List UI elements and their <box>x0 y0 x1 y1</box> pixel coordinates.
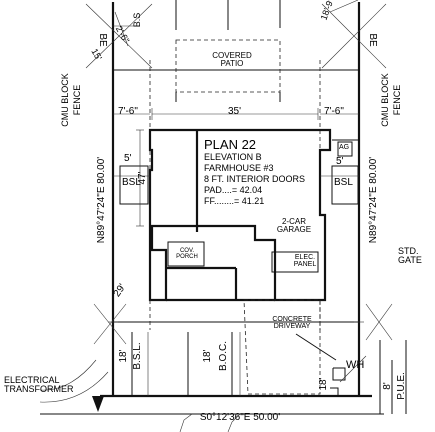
bsl-front-dim: 18' <box>118 349 129 362</box>
left-fence-label-1: CMU BLOCK <box>60 73 70 127</box>
covered-patio-line-2: PATIO <box>220 59 244 68</box>
left-fence-label-2: FENCE <box>72 85 82 116</box>
boc-tag: B.O.C. <box>218 341 229 371</box>
top-dim-1: 15' <box>89 47 104 62</box>
driveway <box>243 299 321 395</box>
transformer-label: ELECTRICAL TRANSFORMER <box>4 376 74 394</box>
gate-line-1: STD. <box>398 246 419 256</box>
porch-line-2: PORCH <box>176 254 198 260</box>
be-right: BE <box>367 33 378 47</box>
wh-box <box>332 367 346 381</box>
rear-width-dim: 35' <box>228 106 242 117</box>
elec-panel-label: ELEC. PANEL <box>290 254 320 268</box>
garage-setback-dim: 18' <box>202 349 213 362</box>
top-dim-2: 2'-6" <box>114 24 132 45</box>
garage-line-1: 2-CAR <box>281 217 306 226</box>
porch-line-1: COV. <box>179 248 195 254</box>
right-rear-dim: 7'-6" <box>324 106 344 117</box>
transformer-line-1: ELECTRICAL <box>4 375 60 385</box>
transformer-line-2: TRANSFORMER <box>4 384 74 394</box>
left-rear-dim: 7'-6" <box>118 106 138 117</box>
elec-line-2: PANEL <box>293 261 317 268</box>
elec-line-1: ELEC. <box>294 254 316 261</box>
right-front-dim: 18' <box>318 377 329 390</box>
garage-line-2: GARAGE <box>276 225 312 234</box>
pad-value: 42.04 <box>239 185 263 195</box>
left-side-dim: 5' <box>124 153 132 164</box>
pue-tag: P.U.E. <box>396 372 407 400</box>
gate-line-2: GATE <box>398 255 422 265</box>
concrete-line-2: DRIVEWAY <box>273 323 311 330</box>
plan-info-block: PLAN 22 ELEVATION B FARMHOUSE #3 8 FT. I… <box>204 138 305 207</box>
plan-elevation: ELEVATION B <box>204 152 262 162</box>
covered-patio-outline <box>175 39 281 93</box>
house-footprint <box>148 128 332 302</box>
be-left: BE <box>97 33 108 47</box>
concrete-line-1: CONCRETE <box>272 316 312 323</box>
plan-ceiling: 8 FT. INTERIOR DOORS <box>204 174 306 184</box>
covered-patio-line-1: COVERED <box>212 51 252 60</box>
porch-outline <box>167 241 205 267</box>
plan-name: PLAN 22 <box>204 137 257 152</box>
right-fence-label-2: FENCE <box>392 85 402 116</box>
right-fence-label-1: CMU BLOCK <box>380 73 390 127</box>
porch-label: COV. PORCH <box>172 248 202 260</box>
bsl-left-tag: BSL <box>122 177 141 188</box>
plan-ff: FF........= 41.21 <box>204 196 265 206</box>
ff-label: FF <box>204 196 214 206</box>
covered-patio-label: COVERED PATIO <box>204 52 260 68</box>
pue-dim: 8' <box>382 382 393 390</box>
plan-pad: PAD....= 42.04 <box>204 185 263 195</box>
ag-tag: AG <box>339 144 350 151</box>
gate-label: STD. GATE <box>398 247 422 265</box>
elec-panel-outline <box>271 251 319 273</box>
west-bearing: N89°47'24"E 80.00' <box>96 157 107 244</box>
bsl-front-tag: B.S.L. <box>132 342 143 369</box>
front-setback-dim: 29' <box>112 282 129 299</box>
bsl-right-tag: BSL <box>334 177 353 188</box>
wh-tag: WH <box>346 359 365 371</box>
garage-label: 2-CAR GARAGE <box>274 218 314 234</box>
plan-series: FARMHOUSE #3 <box>204 163 274 173</box>
pad-label: PAD <box>204 185 222 195</box>
house-depth-dim: 47' <box>137 171 148 184</box>
ff-value: 41.21 <box>241 196 265 206</box>
transformer-symbol <box>92 396 104 412</box>
driveway-label: CONCRETE DRIVEWAY <box>270 316 314 330</box>
bs-top: B.S <box>132 13 142 28</box>
south-bearing: S0°12'36"E 50.00' <box>200 412 280 423</box>
right-side-dim: 5' <box>336 156 344 167</box>
east-bearing: N89°47'24"E 80.00' <box>368 157 379 244</box>
